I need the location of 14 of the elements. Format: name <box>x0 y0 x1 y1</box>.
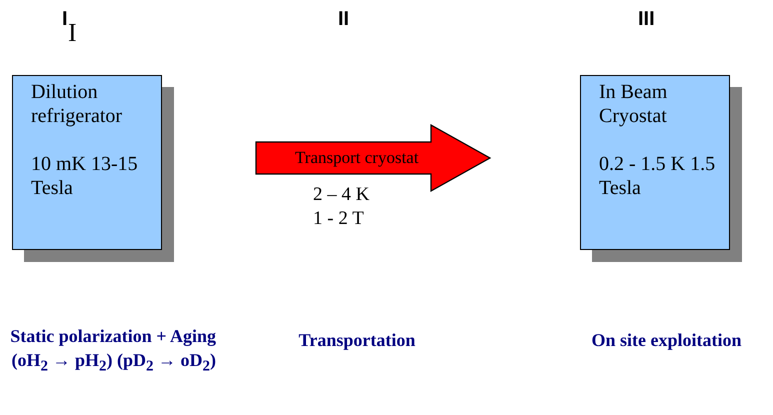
box-text: Dilution refrigerator <box>31 80 124 128</box>
arrow-label: Transport cryostat <box>295 148 419 168</box>
stage-caption: On site exploitation <box>590 329 742 352</box>
stage-caption: Transportation <box>298 329 416 352</box>
stage-numeral: II <box>338 9 350 29</box>
stage-numeral: I <box>62 9 68 29</box>
spec-text: 2 – 4 K <box>313 184 370 206</box>
stage-caption: Static polarization + Aging (oH$_{2}$ → pH$_{2}$) (pD$_{2}$ → oD$_{2}$) <box>9 325 216 377</box>
stage-numeral: I <box>68 20 77 46</box>
spec-text: 1 - 2 T <box>313 208 364 230</box>
box-text: 0.2 - 1.5 K 1.5 Tesla <box>599 152 716 200</box>
box-text: In Beam Cryostat <box>599 80 668 128</box>
box-text: 10 mK 13-15 Tesla <box>31 152 139 200</box>
stage-numeral: III <box>638 9 655 29</box>
